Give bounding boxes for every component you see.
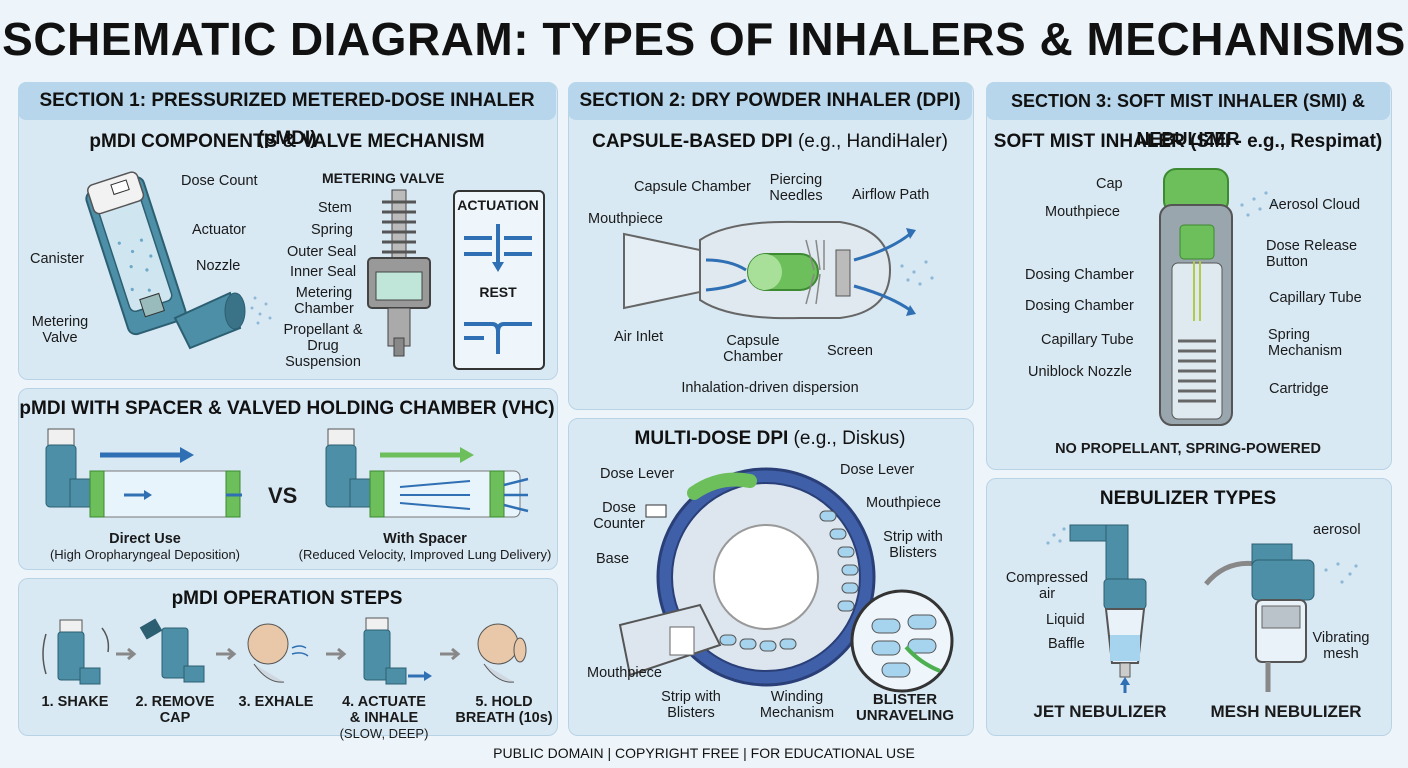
label-metering-valve: Metering Valve xyxy=(31,314,89,346)
section1-header: SECTION 1: PRESSURIZED METERED-DOSE INHA… xyxy=(18,82,556,149)
label-aerosol-cloud: Aerosol Cloud xyxy=(1269,197,1361,213)
step-1-label: 1. SHAKE xyxy=(41,694,109,710)
actuation-arrows-icon xyxy=(464,224,532,272)
label-capillary-right: Capillary Tube xyxy=(1269,290,1362,306)
label-air-inlet: Air Inlet xyxy=(614,329,664,345)
step-4-label: 4. ACTUATE & INHALE xyxy=(342,694,426,726)
step-4-note: (SLOW, DEEP) xyxy=(339,726,429,741)
label-multidose-mouthpiece-left: Mouthpiece xyxy=(587,665,662,681)
label-dose-release: Dose Release Button xyxy=(1266,238,1358,270)
label-blister-unraveling: BLISTER UNRAVELING xyxy=(855,691,955,724)
label-liquid: Liquid xyxy=(1046,612,1085,628)
pmdi-components-title: pMDI COMPONENTS & VALVE MECHANISM xyxy=(89,131,485,152)
capsule-dpi-title: CAPSULE-BASED DPI (e.g., HandiHaler) xyxy=(568,131,972,153)
label-spring: Spring xyxy=(311,222,353,238)
with-spacer-title: With Spacer xyxy=(383,531,467,547)
label-vibrating-mesh: Vibrating mesh xyxy=(1312,630,1370,662)
multidose-dpi-diagram xyxy=(618,467,954,693)
with-spacer-diagram xyxy=(325,428,529,518)
section3-nebulizer-panel xyxy=(986,478,1392,736)
label-cartridge: Cartridge xyxy=(1269,381,1329,397)
metering-valve-diagram xyxy=(367,189,431,357)
multidose-dpi-title: MULTI-DOSE DPI (e.g., Diskus) xyxy=(568,428,972,450)
steps-title: pMDI OPERATION STEPS xyxy=(171,588,403,609)
label-capsule-mouthpiece: Mouthpiece xyxy=(588,211,663,227)
label-base: Base xyxy=(596,551,630,567)
label-strip-blisters-bottom: Strip with Blisters xyxy=(661,689,721,721)
label-dose-lever-right: Dose Lever xyxy=(840,462,915,478)
label-winding-mechanism: Winding Mechanism xyxy=(759,689,835,721)
metering-valve-title: METERING VALVE xyxy=(322,170,445,186)
label-aerosol: aerosol xyxy=(1313,522,1361,538)
label-smi-cap: Cap xyxy=(1096,176,1123,192)
label-metering-chamber: Metering Chamber xyxy=(294,285,354,317)
label-screen: Screen xyxy=(827,343,873,359)
label-inner-seal: Inner Seal xyxy=(290,264,357,280)
step-5-label: 5. HOLD BREATH (10s) xyxy=(455,694,553,726)
steps-illustrations xyxy=(42,617,527,685)
capsule-dpi-title-example: (e.g., HandiHaler) xyxy=(792,131,948,152)
actuation-label: ACTUATION xyxy=(457,197,539,213)
label-capsule-chamber-bottom: Capsule Chamber xyxy=(723,333,783,365)
label-capsule-chamber-top: Capsule Chamber xyxy=(634,179,751,195)
direct-use-title: Direct Use xyxy=(109,531,181,547)
label-dose-counter: Dose Counter xyxy=(593,500,645,532)
label-canister: Canister xyxy=(30,251,84,267)
label-baffle: Baffle xyxy=(1048,636,1085,652)
label-stem: Stem xyxy=(318,200,352,216)
footer-note: PUBLIC DOMAIN | COPYRIGHT FREE | FOR EDU… xyxy=(493,745,915,761)
capsule-dpi-diagram xyxy=(623,220,934,320)
label-dose-lever-left: Dose Lever xyxy=(600,466,675,482)
capsule-dpi-title-bold: CAPSULE-BASED DPI xyxy=(592,131,793,152)
page-title: SCHEMATIC DIAGRAM: TYPES OF INHALERS & M… xyxy=(2,13,1406,65)
section2-header: SECTION 2: DRY POWDER INHALER (DPI) xyxy=(568,82,972,120)
rest-arrows-icon xyxy=(464,322,532,354)
label-capillary-left: Capillary Tube xyxy=(1041,332,1134,348)
mesh-nebulizer-diagram xyxy=(1204,543,1358,692)
rest-label: REST xyxy=(479,284,517,300)
label-strip-blisters-right: Strip with Blisters xyxy=(883,529,943,561)
multidose-title-example: (e.g., Diskus) xyxy=(788,428,906,449)
label-dose-count: Dose Count xyxy=(181,173,258,189)
jet-nebulizer-label: JET NEBULIZER xyxy=(1033,702,1167,721)
pmdi-device-diagram xyxy=(85,171,272,350)
step-2-label: 2. REMOVE CAP xyxy=(135,694,215,726)
with-spacer-note: (Reduced Velocity, Improved Lung Deliver… xyxy=(298,547,552,562)
spacer-title: pMDI WITH SPACER & VALVED HOLDING CHAMBE… xyxy=(19,398,555,419)
multidose-title-bold: MULTI-DOSE DPI xyxy=(634,428,789,449)
label-dosing-chamber-2: Dosing Chamber xyxy=(1025,298,1134,314)
direct-use-diagram xyxy=(45,428,242,518)
smi-title: SOFT MIST INHALER (SMI - e.g., Respimat) xyxy=(993,131,1383,152)
label-dosing-chamber-1: Dosing Chamber xyxy=(1025,267,1134,283)
smi-caption: NO PROPELLANT, SPRING-POWERED xyxy=(1055,441,1321,457)
label-airflow-path: Airflow Path xyxy=(852,187,930,203)
mesh-nebulizer-label: MESH NEBULIZER xyxy=(1210,702,1362,721)
label-actuator: Actuator xyxy=(192,222,246,238)
steps-panel xyxy=(18,578,558,736)
label-outer-seal: Outer Seal xyxy=(287,244,357,260)
label-spring-mechanism: Spring Mechanism xyxy=(1268,327,1343,359)
step-3-label: 3. EXHALE xyxy=(238,694,314,710)
jet-nebulizer-diagram xyxy=(1046,524,1147,693)
direct-use-note: (High Oropharyngeal Deposition) xyxy=(49,547,241,562)
section3-header: SECTION 3: SOFT MIST INHALER (SMI) & NEB… xyxy=(986,82,1390,149)
label-smi-mouthpiece: Mouthpiece xyxy=(1045,204,1120,220)
label-uniblock-nozzle: Uniblock Nozzle xyxy=(1028,364,1132,380)
vs-label: VS xyxy=(268,483,298,508)
label-multidose-mouthpiece-right: Mouthpiece xyxy=(866,495,941,511)
label-propellant: Propellant & Drug Suspension xyxy=(283,322,363,370)
capsule-caption: Inhalation-driven dispersion xyxy=(681,380,859,396)
nebulizer-title: NEBULIZER TYPES xyxy=(1099,488,1277,509)
label-compressed-air: Compressed air xyxy=(1005,570,1089,602)
smi-diagram xyxy=(1159,168,1276,426)
label-piercing-needles: Piercing Needles xyxy=(769,172,823,204)
label-nozzle: Nozzle xyxy=(196,258,241,274)
